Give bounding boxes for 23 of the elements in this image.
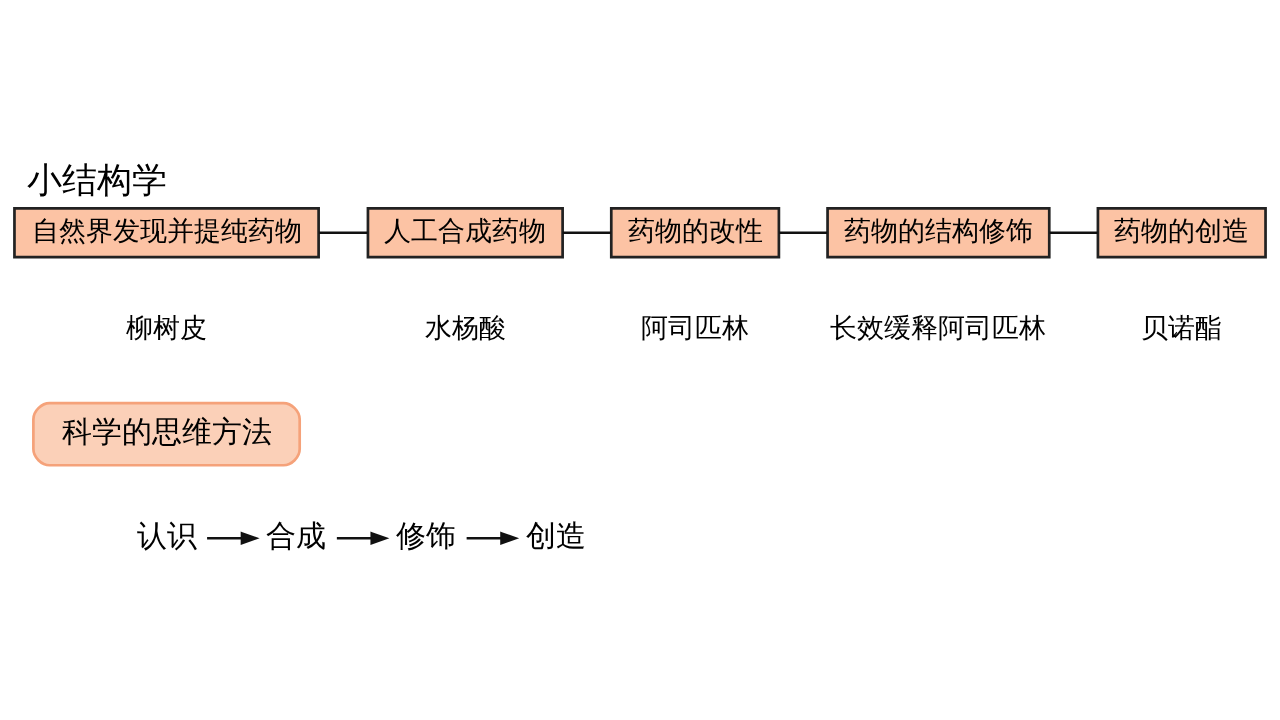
node-text: 认识 [136, 517, 197, 553]
node-text: 创造 [525, 517, 586, 553]
node-box: 药物的改性 [609, 206, 781, 258]
node-label: 阿司匹林 [641, 311, 750, 343]
node-label: 贝诺酯 [1141, 311, 1223, 343]
diagram-title: 小结构学 [26, 158, 167, 200]
arrow [336, 531, 390, 545]
node-label: 柳树皮 [126, 311, 208, 343]
node-box: 自然界发现并提纯药物 [13, 206, 320, 258]
arrow [466, 531, 520, 545]
node-box: 科学的思维方法 [32, 401, 302, 467]
node-box: 药物的创造 [1096, 206, 1267, 258]
node-text: 合成 [266, 517, 327, 553]
node-text: 修饰 [396, 517, 457, 553]
node-box: 人工合成药物 [366, 206, 564, 258]
node-label: 长效缓释阿司匹林 [830, 311, 1047, 343]
arrow [207, 531, 260, 545]
node-label: 水杨酸 [424, 311, 506, 343]
connector [318, 230, 368, 234]
connector [1049, 230, 1098, 234]
connector [779, 230, 828, 234]
node-box: 药物的结构修饰 [826, 206, 1051, 258]
connector [562, 230, 611, 234]
